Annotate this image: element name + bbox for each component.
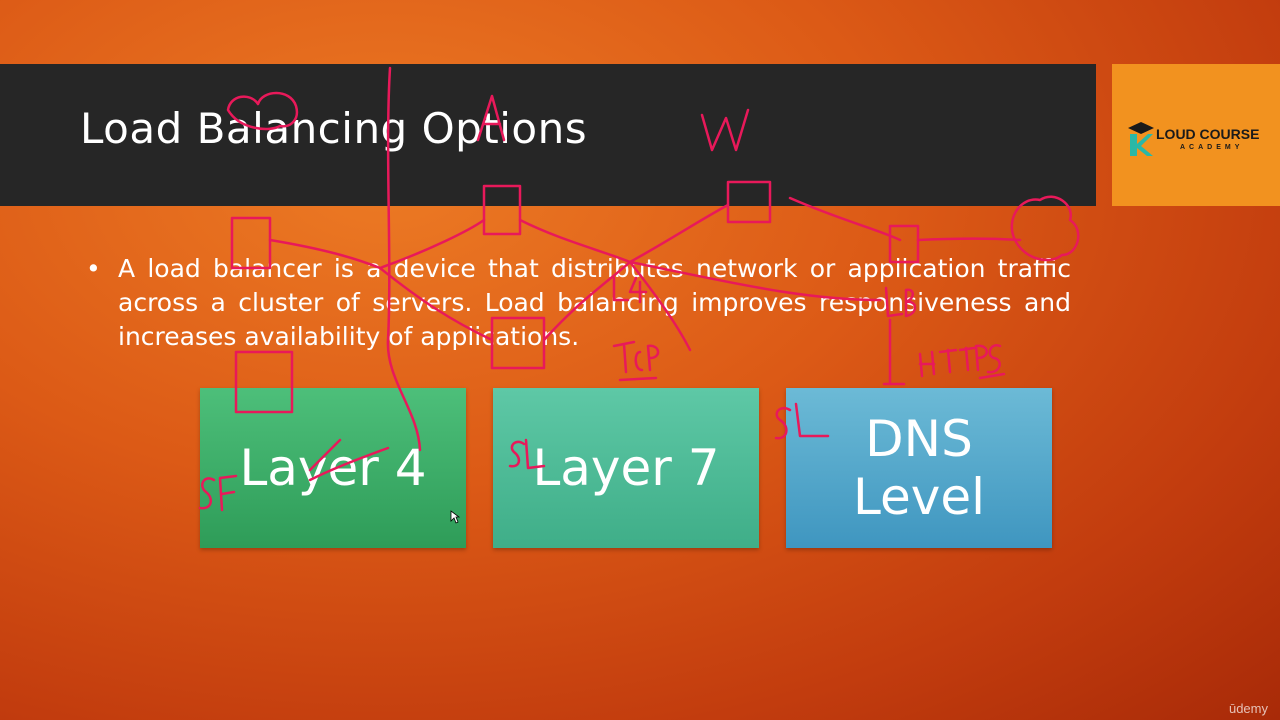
option-label: Layer 7 xyxy=(532,439,720,497)
mouse-cursor-icon xyxy=(450,510,460,524)
slide-title: Load Balancing Options xyxy=(80,104,588,153)
option-label: DNS Level xyxy=(853,410,985,526)
bullet-marker: • xyxy=(86,254,101,283)
bullet-point: • A load balancer is a device that distr… xyxy=(86,252,1071,354)
udemy-watermark: ūdemy xyxy=(1228,701,1268,716)
brand-logo: LOUD COURSE ACADEMY xyxy=(1112,64,1280,206)
logo-name: LOUD COURSE xyxy=(1156,126,1260,142)
logo-subtitle: ACADEMY xyxy=(1180,144,1244,151)
option-layer-4: Layer 4 xyxy=(200,388,466,548)
option-layer-7: Layer 7 xyxy=(493,388,759,548)
option-label: Layer 4 xyxy=(239,439,427,497)
graduation-cap-icon xyxy=(1128,122,1154,156)
title-bar: Load Balancing Options xyxy=(0,64,1096,206)
bullet-text: A load balancer is a device that distrib… xyxy=(118,254,1071,351)
option-dns-level: DNS Level xyxy=(786,388,1052,548)
